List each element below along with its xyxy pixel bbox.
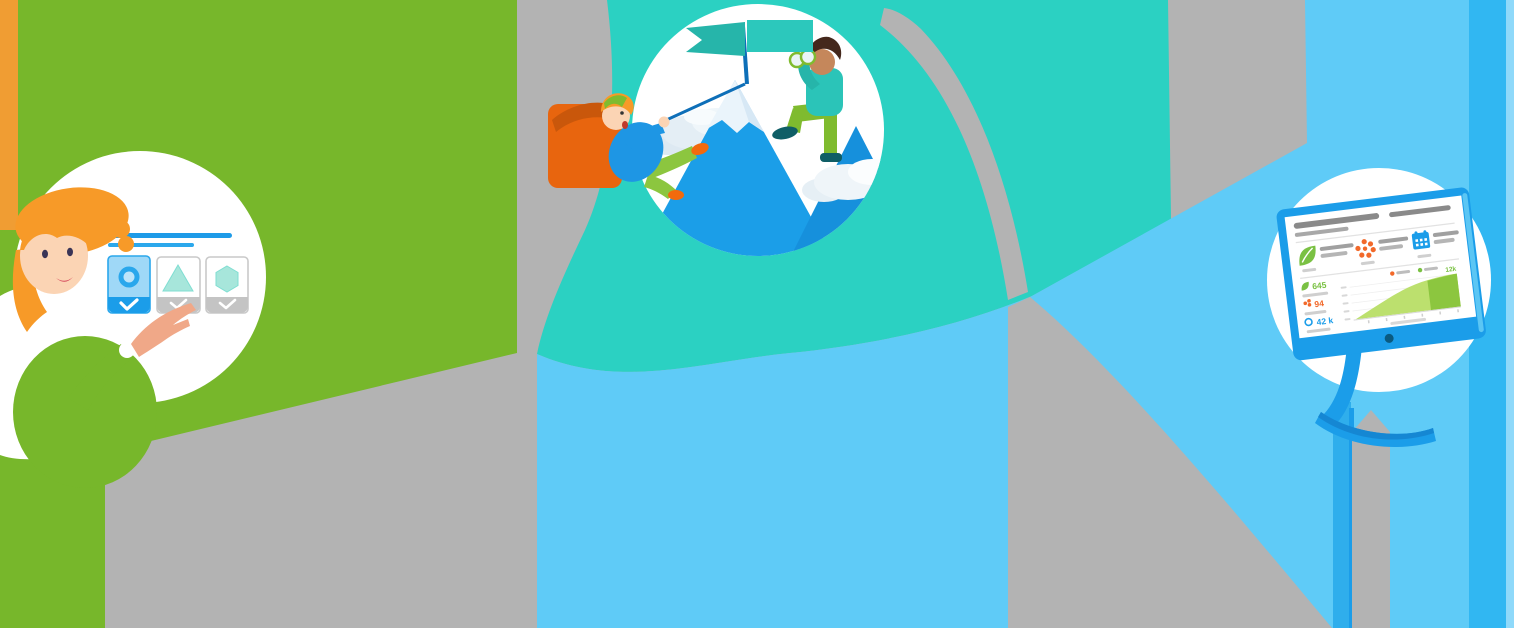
eye [42, 249, 48, 259]
climber-mouth [622, 121, 628, 129]
feature-calendar [1411, 230, 1459, 259]
legend-bar [1424, 266, 1438, 271]
woman-presenter [12, 187, 196, 410]
feature-cluster [1355, 236, 1409, 266]
scene-summit [548, 4, 884, 256]
man-leg [824, 110, 837, 156]
woman-cardigan [13, 336, 157, 488]
header-bar [1389, 205, 1451, 218]
woman-sleeve [68, 344, 133, 410]
eye [620, 111, 624, 115]
dashboard: 645 94 42 k [1293, 205, 1461, 334]
scene-choices [0, 151, 266, 488]
triangle-icon [162, 263, 194, 292]
legend-dot [1417, 267, 1423, 273]
orange-edge-bar [0, 0, 18, 230]
stat-blue: 42 k [1304, 315, 1334, 334]
lookout-man [772, 36, 843, 162]
man-hair [807, 36, 842, 60]
chart-band [1427, 273, 1461, 311]
circle-shadow-crescent [880, 8, 1028, 300]
camera-dot-icon [1384, 333, 1394, 343]
legend-bar [1396, 270, 1411, 275]
panel-title-line [108, 233, 232, 238]
option-card-hexagon [205, 256, 249, 314]
area-chart: 12k [1340, 266, 1461, 325]
monitor: 645 94 42 k [1276, 187, 1486, 361]
legend-dot [1390, 271, 1395, 276]
option-card-triangle [156, 256, 201, 314]
feature-leaf [1299, 243, 1354, 273]
woman-bangs [20, 215, 89, 250]
x-axis-label-bar [1390, 317, 1427, 325]
pale-blue-strip [1506, 0, 1514, 628]
check-icon [169, 298, 188, 310]
man-shoe [772, 126, 798, 140]
hexagon-icon [215, 265, 239, 293]
cloud-right [802, 159, 884, 202]
flag-pennant [686, 22, 745, 56]
chart-callout: 12k [1445, 266, 1457, 274]
rope-climber [601, 93, 709, 200]
divider [1300, 258, 1460, 279]
flag-banner [747, 20, 813, 52]
middle-blue-shape [537, 296, 1032, 628]
leaf-icon [1301, 281, 1309, 291]
x-ticks [1367, 309, 1459, 324]
monitor-stand-neck [1324, 346, 1362, 424]
x-axis [1353, 306, 1461, 321]
option-card-selected [107, 255, 151, 314]
scene-results: 645 94 42 k [1267, 168, 1491, 628]
stat-label-bar [1304, 310, 1327, 316]
stat-orange: 94 [1303, 298, 1327, 316]
pole-shadow [1352, 410, 1390, 628]
cluster-icon [1355, 239, 1376, 258]
man-arm [798, 57, 820, 90]
divider [1295, 222, 1455, 244]
mountain-main [636, 80, 836, 256]
binoculars-icon [799, 48, 817, 66]
climber-hand [658, 116, 670, 128]
pointing-hand [131, 303, 196, 357]
climbing-rope [661, 82, 746, 124]
climber-shoe [668, 190, 684, 200]
stat-value: 645 [1312, 280, 1328, 292]
header-bar [1294, 226, 1349, 237]
stat-label-bar [1306, 327, 1331, 334]
monitor-pole [1333, 402, 1351, 628]
card-footer [206, 297, 248, 313]
woman-lips [56, 277, 73, 282]
stat-value: 94 [1314, 298, 1325, 309]
sleeve-cuff [119, 342, 135, 358]
climber-shoe [691, 142, 709, 156]
climber-leg [645, 146, 697, 179]
woman-hair-strand [12, 248, 47, 332]
header-bar [1293, 213, 1380, 229]
stat-green: 645 [1301, 280, 1329, 298]
woman-face [20, 218, 88, 294]
check-icon [218, 298, 237, 310]
man-shoe [820, 153, 842, 162]
check-icon [119, 298, 139, 311]
climber-bandana [604, 95, 627, 109]
stat-value: 42 k [1316, 315, 1334, 327]
stat-label-bar [1302, 291, 1329, 298]
eye [67, 247, 73, 257]
climber-arm [624, 123, 665, 151]
card-footer-selected [108, 297, 150, 313]
